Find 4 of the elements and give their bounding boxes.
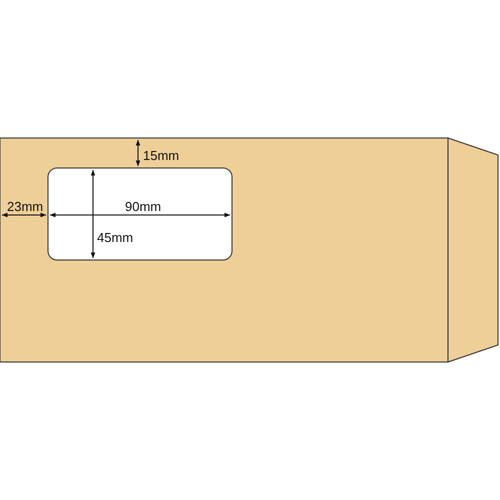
dimension-label: 23mm	[7, 200, 44, 213]
dimension-label: 90mm	[125, 200, 162, 213]
dimension-label: 15mm	[143, 149, 180, 162]
dimension-label: 45mm	[97, 231, 134, 244]
